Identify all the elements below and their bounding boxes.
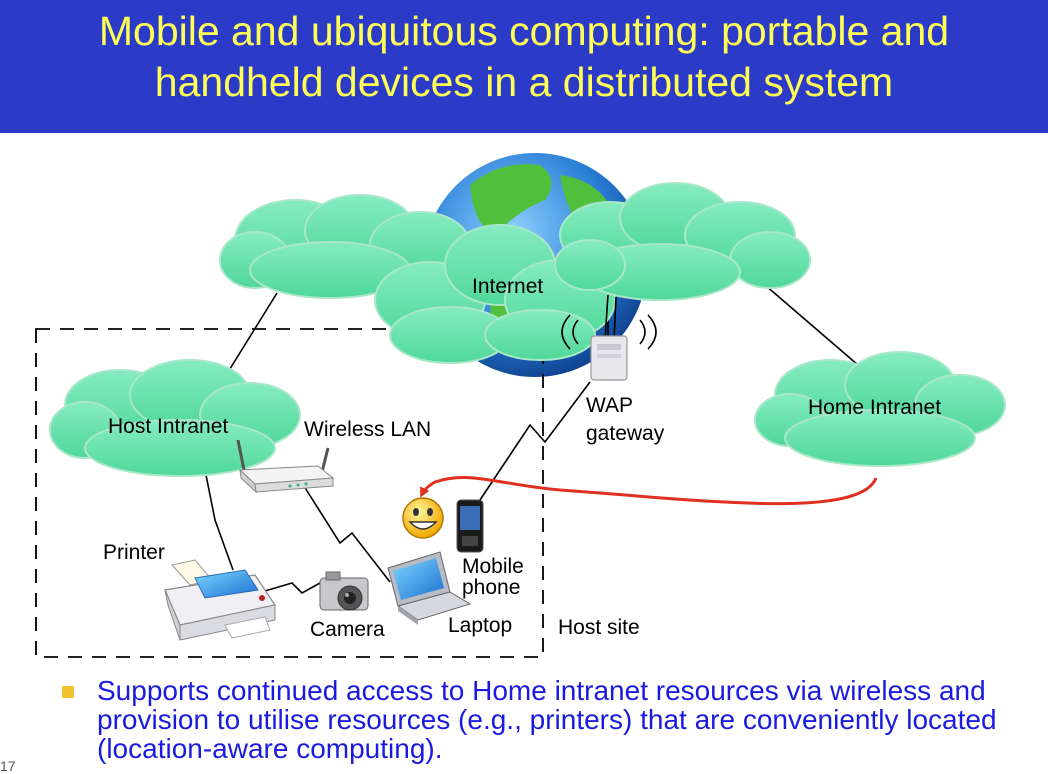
smiley-face-icon [402,497,444,539]
wap-label-line1: WAP [586,394,633,417]
bullet-text: Supports continued access to Home intran… [97,675,997,764]
link-wlan-laptop [301,482,391,583]
page-number: 17 [0,758,16,774]
link-host-internet [227,292,278,373]
mobile-label-line2: phone [462,576,520,599]
wap-label-line2: gateway [586,422,665,445]
internet-cloud-left [219,194,471,299]
host-intranet-label: Host Intranet [108,415,228,438]
mobile-phone-icon [456,499,484,553]
link-home-internet [764,284,859,366]
printer-icon [164,559,276,641]
slide-title: Mobile and ubiquitous computing: portabl… [0,6,1048,108]
link-wap-phone [479,381,591,501]
host-intranet-cloud [49,359,301,477]
laptop-label: Laptop [448,614,512,637]
internet-label: Internet [472,275,543,298]
camera-icon [319,571,369,611]
title-banner [0,0,1048,133]
home-access-arrow [420,475,878,506]
wireless-router-icon [236,439,335,494]
title-line-2: handheld devices in a distributed system [154,59,894,105]
title-line-1: Mobile and ubiquitous computing: portabl… [98,8,950,54]
internet-cloud-right [554,182,811,301]
wireless-lan-label: Wireless LAN [304,418,431,441]
home-intranet-label: Home Intranet [808,396,941,419]
camera-label: Camera [310,618,385,641]
host-site-label: Host site [558,616,640,639]
link-printer-camera [257,582,321,594]
laptop-icon [387,551,472,625]
distributed-system-diagram: Internet Host Intranet Wireless LAN WAP … [35,153,1006,658]
bullet-marker [62,686,74,698]
host-site-boundary [35,328,544,658]
printer-label: Printer [103,541,165,564]
mobile-label-line1: Mobile [462,555,524,578]
home-intranet-cloud [754,351,1006,467]
wap-gateway-icon [561,314,657,381]
